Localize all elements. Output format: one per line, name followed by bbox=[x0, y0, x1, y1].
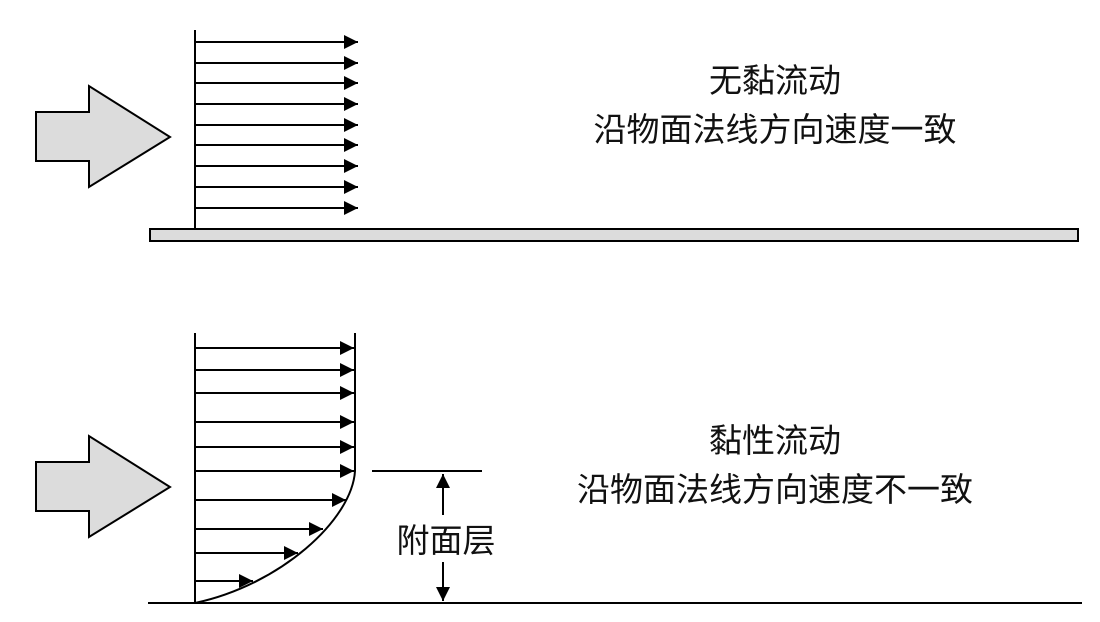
velocity-arrows-profile bbox=[196, 341, 354, 588]
inflow-arrow-top bbox=[35, 84, 172, 189]
plate-surface-top bbox=[149, 228, 1079, 242]
viscous-subtitle: 沿物面法线方向速度不一致 bbox=[577, 470, 973, 509]
boundary-layer-label: 附面层 bbox=[396, 521, 496, 560]
inflow-arrow-bottom bbox=[35, 434, 172, 539]
inviscid-title: 无黏流动 bbox=[709, 61, 841, 100]
inviscid-subtitle: 沿物面法线方向速度一致 bbox=[593, 110, 957, 149]
velocity-profile-curve bbox=[194, 333, 356, 604]
velocity-arrows-uniform bbox=[196, 35, 358, 215]
viscous-title: 黏性流动 bbox=[709, 421, 841, 460]
